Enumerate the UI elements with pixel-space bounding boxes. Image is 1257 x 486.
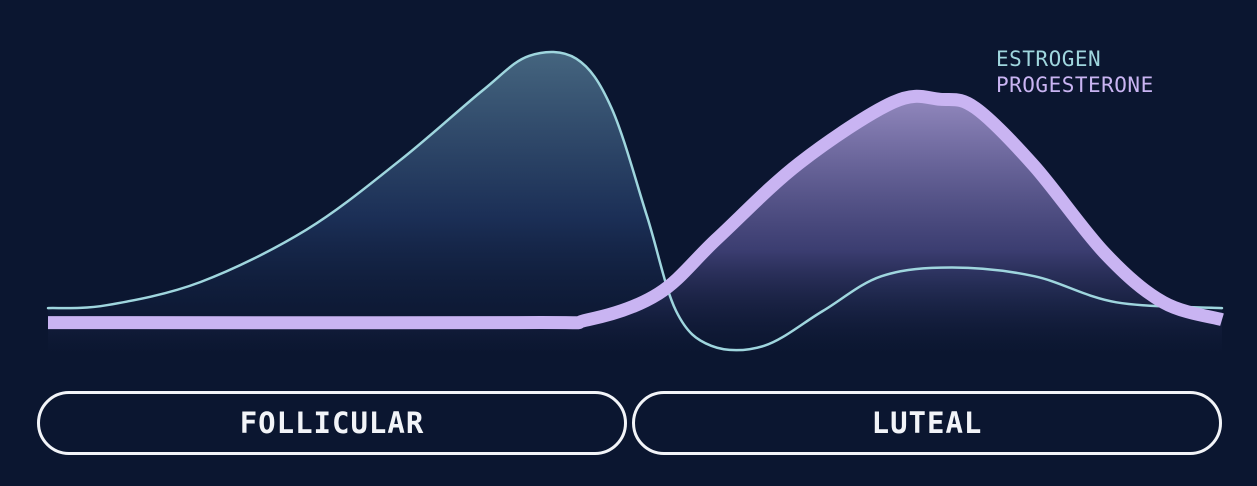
follicular-phase-pill: FOLLICULAR: [37, 391, 627, 455]
progesterone-line: [47, 89, 1224, 330]
progesterone-area: [48, 96, 1222, 355]
follicular-phase-label: FOLLICULAR: [239, 406, 425, 440]
luteal-phase-label: LUTEAL: [871, 406, 983, 440]
legend-progesterone-label: PROGESTERONE: [996, 73, 1154, 97]
legend-estrogen-label: ESTROGEN: [996, 47, 1102, 71]
estrogen-line: [46, 50, 1224, 352]
luteal-phase-pill: LUTEAL: [632, 391, 1222, 455]
chart-legend: ESTROGEN PROGESTERONE: [996, 46, 1154, 98]
